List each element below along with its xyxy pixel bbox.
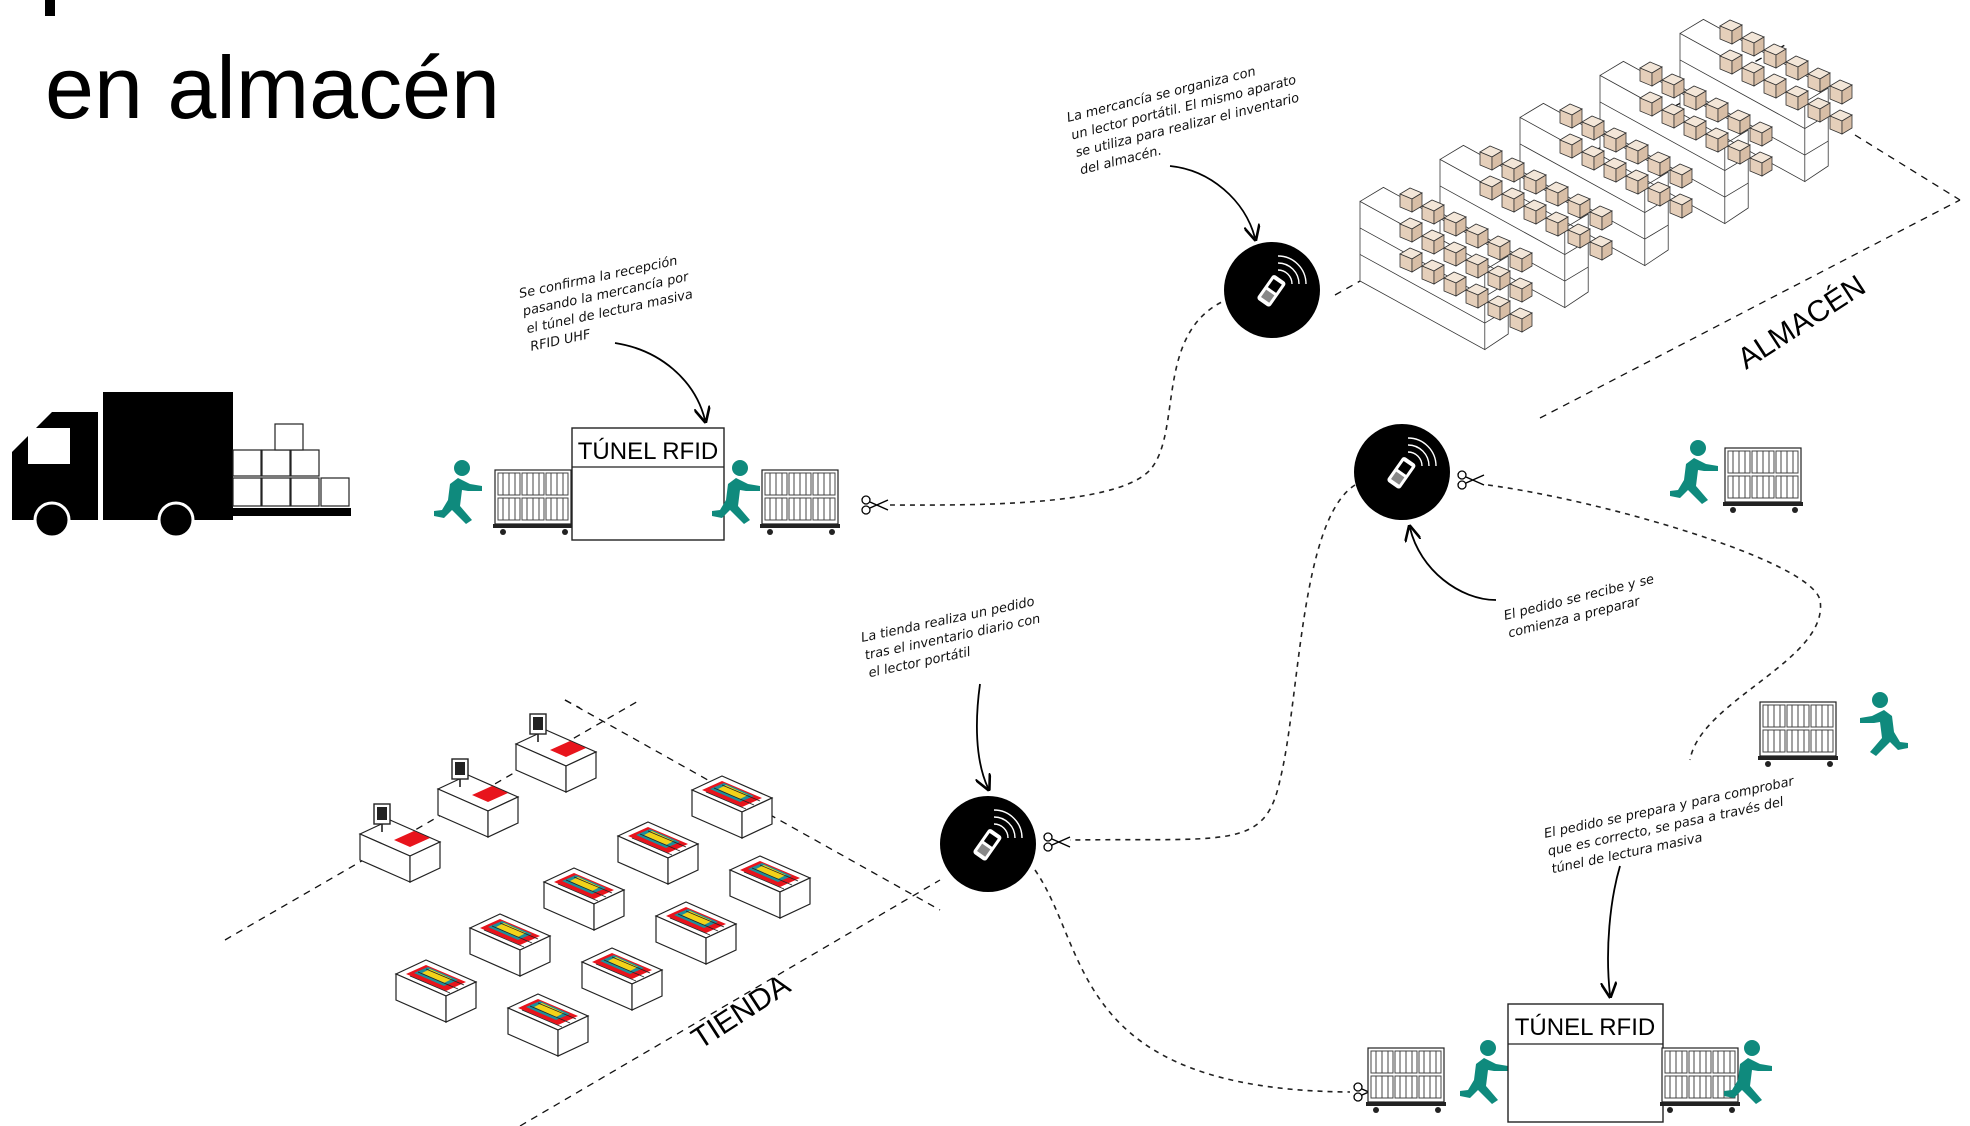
zone-label-almacen: ALMACÉN xyxy=(1732,269,1872,376)
rfid-reader-icon xyxy=(939,795,1037,893)
title-fragment xyxy=(45,0,55,16)
note-prepare: El pedido se prepara y para comprobar qu… xyxy=(1543,774,1797,877)
truck-icon xyxy=(12,392,351,539)
worker-icon xyxy=(1460,1040,1508,1104)
pallet-icon xyxy=(1757,701,1839,768)
tunnel-rfid-top: TÚNEL RFID xyxy=(571,427,725,541)
worker-icon xyxy=(1670,440,1718,504)
preparation-tunnel-group: TÚNEL RFID xyxy=(1353,1003,1772,1123)
pallet-icon xyxy=(492,469,574,536)
note-organize: La mercancía se organiza con un lector p… xyxy=(1065,64,1301,178)
pallet-icon xyxy=(759,469,841,536)
note-store-order: La tienda realiza un pedido tras el inve… xyxy=(860,594,1042,681)
scissors-icon xyxy=(1043,832,1071,852)
cash-desks xyxy=(359,713,597,883)
page-title: en almacén xyxy=(45,38,500,137)
tunnel-label: TÚNEL RFID xyxy=(578,438,718,465)
worker-icon xyxy=(1860,692,1908,756)
tunnel-label: TÚNEL RFID xyxy=(1515,1014,1655,1041)
scissors-icon xyxy=(861,495,889,515)
zone-label-tienda: TIENDA xyxy=(686,968,796,1056)
store-zone: TIENDA xyxy=(224,699,941,1126)
pallet-icon xyxy=(1722,447,1804,514)
tunnel-rfid-bottom: TÚNEL RFID xyxy=(1507,1003,1664,1123)
scissors-icon xyxy=(1457,470,1485,490)
warehouse-zone: ALMACÉN xyxy=(1334,18,1961,419)
reception-tunnel-group: TÚNEL RFID xyxy=(434,427,889,541)
note-received: El pedido se recibe y se comienza a prep… xyxy=(1502,572,1655,641)
pallet-icon xyxy=(1659,1047,1741,1114)
pallet-icon xyxy=(1365,1047,1447,1114)
rfid-reader-icon xyxy=(1353,423,1451,521)
worker-icon xyxy=(434,460,482,524)
rfid-reader-icon xyxy=(1223,241,1321,339)
note-reception: Se confirma la recepción pasando la merc… xyxy=(518,254,695,355)
